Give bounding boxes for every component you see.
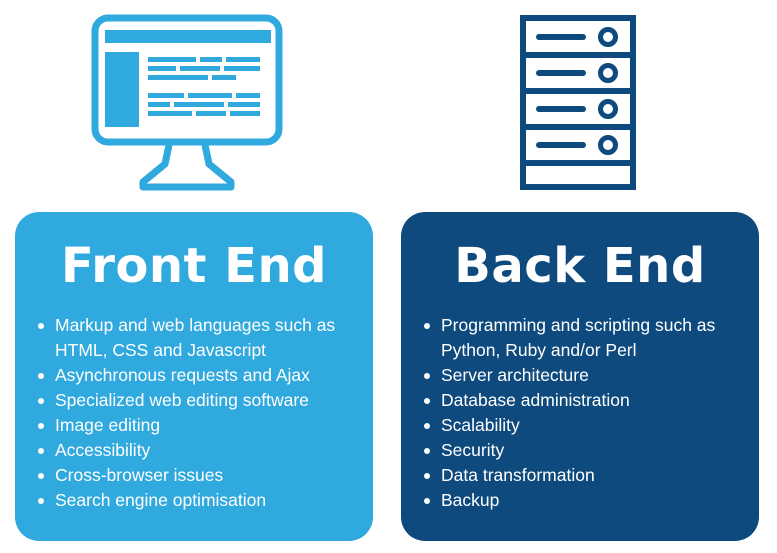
list-item: Data transformation [424,463,749,488]
list-item: Database administration [424,388,749,413]
front-end-list: Markup and web languages such as HTML, CS… [35,313,363,513]
bullet-icon [38,398,44,404]
list-item-text: Security [441,440,505,460]
list-item-text: Backup [441,490,500,510]
server-icon [520,15,636,190]
list-item: Image editing [38,413,363,438]
back-end-list: Programming and scripting such as Python,… [421,313,749,513]
list-item: Asynchronous requests and Ajax [38,363,363,388]
bullet-icon [38,423,44,429]
front-end-title: Front End [60,238,327,294]
list-item-text: Search engine optimisation [55,490,267,510]
bullet-icon [38,473,44,479]
bullet-icon [38,323,44,329]
list-item-text: Data transformation [441,465,595,485]
list-item: Markup and web languages such as HTML, CS… [38,313,363,363]
list-item-text: Specialized web editing software [55,390,309,410]
bullet-icon [424,373,430,379]
list-item: Backup [424,488,749,513]
bullet-icon [424,498,430,504]
bullet-icon [424,398,430,404]
list-item: Server architecture [424,363,749,388]
bullet-icon [38,448,44,454]
back-end-title: Back End [454,238,706,294]
bullet-icon [424,323,430,329]
monitor-icon [91,14,283,191]
bullet-icon [424,448,430,454]
list-item: Specialized web editing software [38,388,363,413]
list-item-text: HTML, CSS and Javascript [55,340,267,360]
list-item: Accessibility [38,438,363,463]
list-item-text: Markup and web languages such as [55,315,336,335]
list-item-text: Database administration [441,390,630,410]
bullet-icon [38,498,44,504]
list-item-text: Server architecture [441,365,589,385]
list-item-text: Image editing [55,415,161,435]
bullet-icon [424,473,430,479]
front-end-card: Front End Markup and web languages such … [15,212,373,541]
list-item: Cross-browser issues [38,463,363,488]
list-item-text: Asynchronous requests and Ajax [55,365,310,385]
list-item-text: Accessibility [55,440,151,460]
back-end-card: Back End Programming and scripting such … [401,212,759,541]
list-item: Scalability [424,413,749,438]
list-item-text: Python, Ruby and/or Perl [441,340,637,360]
list-item-text: Programming and scripting such as [441,315,716,335]
bullet-icon [424,423,430,429]
list-item: Programming and scripting such as Python,… [424,313,749,363]
bullet-icon [38,373,44,379]
list-item-text: Cross-browser issues [55,465,224,485]
list-item: Search engine optimisation [38,488,363,513]
list-item-text: Scalability [441,415,520,435]
list-item: Security [424,438,749,463]
